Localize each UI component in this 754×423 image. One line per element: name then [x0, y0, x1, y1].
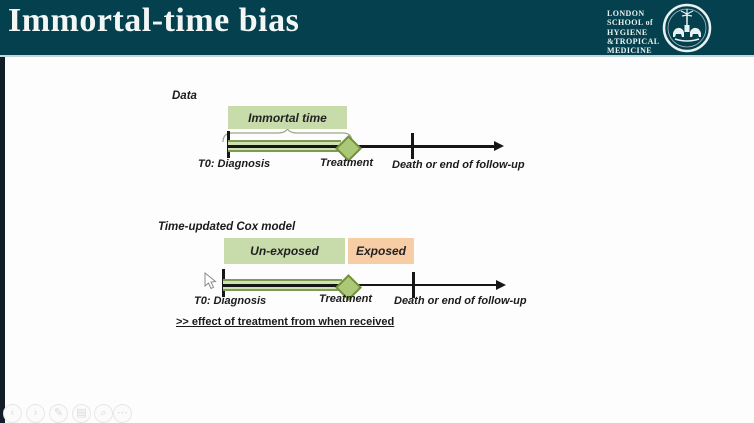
left-edge-strip — [0, 57, 5, 423]
slide-header: Immortal-time bias LONDON SCHOOL of HYGI… — [0, 0, 754, 57]
death-label: Death or end of follow-up — [392, 159, 525, 171]
next-slide-icon[interactable]: › — [26, 404, 45, 423]
timeline-1-death-tick — [411, 133, 414, 159]
zoom-magnifier-icon[interactable]: ⌕ — [94, 404, 113, 423]
timeline-2 — [223, 283, 500, 286]
treatment-label: Treatment — [320, 157, 373, 169]
diagram-cox-heading: Time-updated Cox model — [158, 221, 296, 233]
lshtm-crest-icon — [662, 3, 712, 53]
treatment-effect-note: >> effect of treatment from when receive… — [176, 316, 395, 328]
treatment-label: Treatment — [319, 293, 372, 305]
death-label: Death or end of follow-up — [394, 295, 527, 307]
diagram-data-heading: Data — [172, 90, 197, 102]
more-options-icon[interactable]: ⋯ — [113, 404, 132, 423]
immortal-time-box: Immortal time — [228, 106, 347, 129]
logo-line: LONDON — [607, 9, 645, 18]
immortal-time-bar — [228, 140, 341, 152]
timeline-1 — [228, 145, 498, 148]
all-slides-icon[interactable]: ▤ — [72, 404, 91, 423]
timeline-2-arrowhead-icon — [496, 279, 506, 290]
presenter-toolbar: ‹ › ✎ ▤ ⌕ ⋯ — [0, 398, 140, 423]
unexposed-bar — [223, 279, 342, 291]
unexposed-box: Un-exposed — [224, 238, 345, 264]
mouse-cursor — [204, 272, 217, 290]
timeline-1-arrowhead-icon — [494, 141, 504, 151]
lshtm-logo: LONDON SCHOOL of HYGIENE &TROPICAL MEDIC… — [598, 0, 748, 57]
slide-title: Immortal-time bias — [8, 2, 300, 39]
t0-label: T0: Diagnosis — [194, 295, 267, 307]
exposed-box: Exposed — [348, 238, 414, 264]
timeline-2-death-tick — [412, 272, 415, 298]
t0-label: T0: Diagnosis — [198, 158, 271, 170]
logo-line: SCHOOL of — [607, 18, 654, 28]
previous-slide-icon[interactable]: ‹ — [3, 404, 22, 423]
pen-icon[interactable]: ✎ — [49, 404, 68, 423]
lshtm-logo-text: LONDON SCHOOL of HYGIENE &TROPICAL MEDIC… — [607, 9, 660, 55]
logo-line: HYGIENE — [607, 27, 648, 37]
logo-line: MEDICINE — [607, 46, 652, 56]
logo-line: &TROPICAL — [607, 36, 660, 46]
